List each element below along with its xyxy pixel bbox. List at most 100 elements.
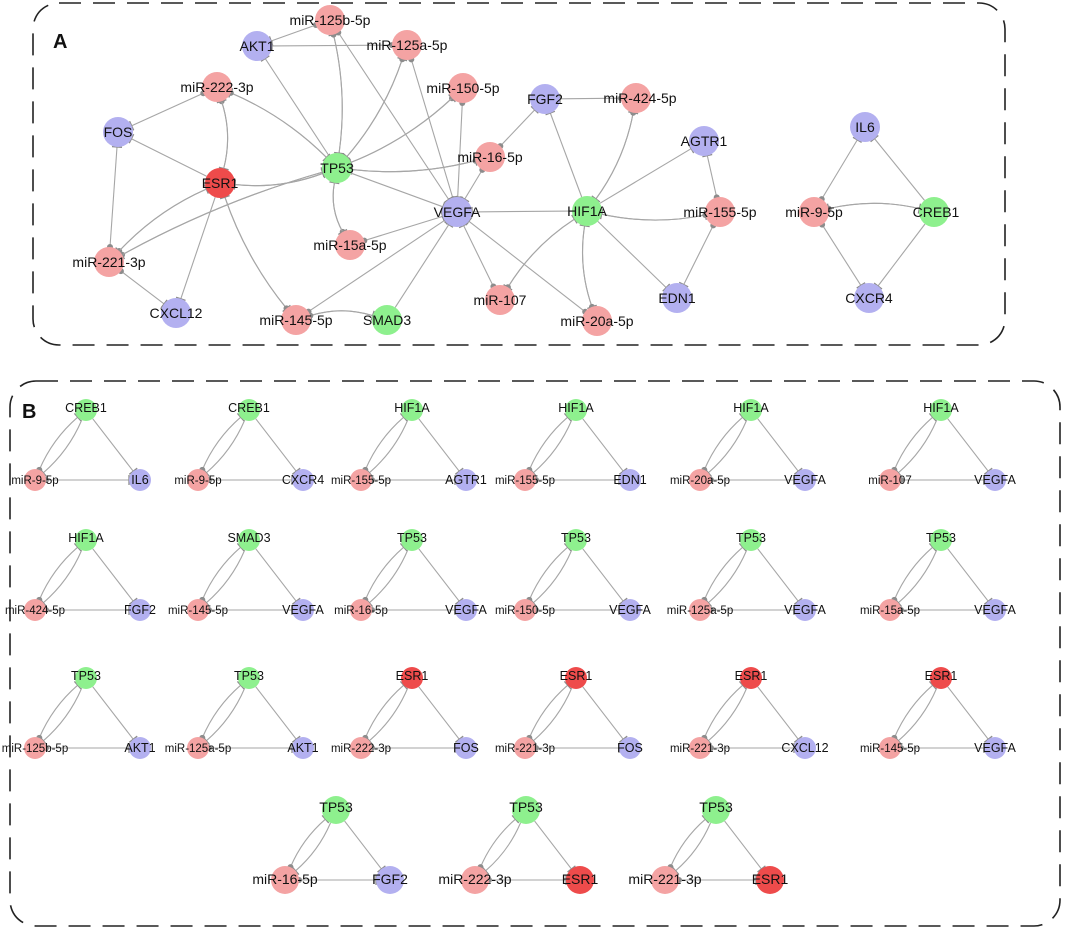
motif-node-tf[interactable]: ESR1 — [560, 667, 593, 689]
motif-node-mirna[interactable]: miR-155-5p — [331, 469, 391, 491]
motif-node-mirna[interactable]: miR-424-5p — [5, 599, 65, 621]
motif-node-target[interactable]: ESR1 — [562, 866, 599, 894]
motif-3[interactable]: HIF1A miR-155-5p AGTR1 — [331, 399, 487, 491]
motif-node-mirna[interactable]: miR-20a-5p — [670, 469, 730, 491]
motif-node-mirna[interactable]: miR-222-3p — [331, 737, 391, 759]
motif-node-mirna[interactable]: miR-15a-5p — [860, 599, 920, 621]
motif-node-target[interactable]: CXCL12 — [781, 737, 829, 759]
node-mir-145-5p[interactable]: miR-145-5p — [259, 305, 333, 335]
motif-20[interactable]: TP53 miR-222-3p ESR1 — [438, 796, 598, 894]
motif-node-mirna[interactable]: miR-221-3p — [670, 737, 730, 759]
motif-node-tf[interactable]: HIF1A — [394, 399, 430, 421]
node-mir-222-3p[interactable]: miR-222-3p — [180, 72, 254, 102]
motif-8[interactable]: SMAD3 miR-145-5p VEGFA — [168, 529, 325, 621]
node-mir-20a-5p[interactable]: miR-20a-5p — [560, 306, 634, 336]
motif-7[interactable]: HIF1A miR-424-5p FGF2 — [5, 529, 156, 621]
motif-node-target[interactable]: EDN1 — [613, 469, 647, 491]
motif-node-target[interactable]: VEGFA — [974, 599, 1016, 621]
node-il6[interactable]: IL6 — [850, 112, 880, 142]
node-esr1[interactable]: ESR1 — [202, 168, 239, 198]
motif-node-target[interactable]: VEGFA — [974, 469, 1016, 491]
motif-node-target[interactable]: VEGFA — [282, 599, 324, 621]
motif-node-tf[interactable]: SMAD3 — [227, 529, 271, 551]
motif-19[interactable]: TP53 miR-16-5p FGF2 — [252, 796, 408, 894]
motif-node-target[interactable]: VEGFA — [445, 599, 487, 621]
motif-node-mirna[interactable]: miR-221-3p — [495, 737, 555, 759]
node-smad3[interactable]: SMAD3 — [363, 305, 411, 335]
motif-10[interactable]: TP53 miR-150-5p VEGFA — [495, 529, 652, 621]
motif-node-tf[interactable]: ESR1 — [396, 667, 429, 689]
node-mir-150-5p[interactable]: miR-150-5p — [426, 73, 500, 103]
node-vegfa[interactable]: VEGFA — [434, 197, 481, 227]
motif-node-tf[interactable]: TP53 — [699, 796, 733, 824]
motif-node-tf[interactable]: HIF1A — [558, 399, 594, 421]
node-fos[interactable]: FOS — [103, 117, 133, 147]
motif-node-mirna[interactable]: miR-125b-5p — [2, 737, 68, 759]
motif-node-tf[interactable]: CREB1 — [65, 399, 107, 421]
node-mir-9-5p[interactable]: miR-9-5p — [785, 197, 843, 227]
motif-15[interactable]: ESR1 miR-222-3p FOS — [331, 667, 479, 759]
motif-node-tf[interactable]: TP53 — [926, 529, 956, 551]
motif-node-mirna[interactable]: miR-9-5p — [174, 469, 222, 491]
motif-node-mirna[interactable]: miR-9-5p — [11, 469, 59, 491]
motif-node-mirna[interactable]: miR-222-3p — [438, 866, 512, 894]
motif-node-tf[interactable]: TP53 — [561, 529, 591, 551]
motif-node-target[interactable]: IL6 — [129, 469, 151, 491]
motif-node-target[interactable]: FGF2 — [372, 866, 408, 894]
motif-node-tf[interactable]: ESR1 — [925, 667, 958, 689]
motif-node-target[interactable]: VEGFA — [609, 599, 651, 621]
node-mir-155-5p[interactable]: miR-155-5p — [683, 197, 757, 227]
node-mir-15a-5p[interactable]: miR-15a-5p — [313, 230, 387, 260]
motif-node-target[interactable]: FOS — [453, 737, 479, 759]
motif-node-target[interactable]: VEGFA — [784, 469, 826, 491]
motif-node-tf[interactable]: TP53 — [319, 796, 353, 824]
motif-node-mirna[interactable]: miR-125a-5p — [165, 737, 231, 759]
motif-node-target[interactable]: ESR1 — [752, 866, 789, 894]
motif-node-mirna[interactable]: miR-125a-5p — [667, 599, 733, 621]
motif-1[interactable]: CREB1 miR-9-5p IL6 — [11, 399, 151, 491]
node-cxcr4[interactable]: CXCR4 — [845, 283, 893, 313]
motif-node-target[interactable]: FGF2 — [124, 599, 156, 621]
motif-node-tf[interactable]: TP53 — [509, 796, 543, 824]
node-akt1[interactable]: AKT1 — [239, 31, 275, 61]
node-mir-107[interactable]: miR-107 — [474, 285, 527, 315]
node-mir-125b-5p[interactable]: miR-125b-5p — [290, 5, 371, 35]
motif-node-target[interactable]: CXCR4 — [282, 469, 324, 491]
motif-node-mirna[interactable]: miR-150-5p — [495, 599, 555, 621]
node-creb1[interactable]: CREB1 — [913, 197, 960, 227]
motif-node-mirna[interactable]: miR-107 — [868, 469, 912, 491]
motif-12[interactable]: TP53 miR-15a-5p VEGFA — [860, 529, 1017, 621]
node-tp53[interactable]: TP53 — [320, 153, 354, 183]
motif-16[interactable]: ESR1 miR-221-3p FOS — [495, 667, 643, 759]
motif-18[interactable]: ESR1 miR-145-5p VEGFA — [860, 667, 1017, 759]
motif-node-target[interactable]: AKT1 — [124, 737, 156, 759]
node-mir-16-5p[interactable]: miR-16-5p — [457, 142, 523, 172]
node-mir-125a-5p[interactable]: miR-125a-5p — [367, 30, 448, 60]
motif-node-mirna[interactable]: miR-145-5p — [168, 599, 228, 621]
node-edn1[interactable]: EDN1 — [658, 283, 696, 313]
motif-14[interactable]: TP53 miR-125a-5p AKT1 — [165, 667, 319, 759]
node-agtr1[interactable]: AGTR1 — [681, 126, 728, 156]
motif-node-tf[interactable]: HIF1A — [68, 529, 104, 551]
motif-node-mirna[interactable]: miR-16-5p — [334, 599, 388, 621]
node-mir-221-3p[interactable]: miR-221-3p — [72, 247, 146, 277]
motif-node-target[interactable]: VEGFA — [974, 737, 1016, 759]
motif-node-tf[interactable]: TP53 — [234, 667, 264, 689]
motif-node-mirna[interactable]: miR-145-5p — [860, 737, 920, 759]
motif-node-target[interactable]: AKT1 — [287, 737, 319, 759]
motif-node-mirna[interactable]: miR-16-5p — [252, 866, 318, 894]
motif-node-target[interactable]: AGTR1 — [445, 469, 487, 491]
node-cxcl12[interactable]: CXCL12 — [150, 298, 203, 328]
node-fgf2[interactable]: FGF2 — [527, 84, 563, 114]
node-mir-424-5p[interactable]: miR-424-5p — [603, 83, 677, 113]
node-hif1a[interactable]: HIF1A — [567, 196, 607, 226]
motif-node-target[interactable]: FOS — [617, 737, 643, 759]
